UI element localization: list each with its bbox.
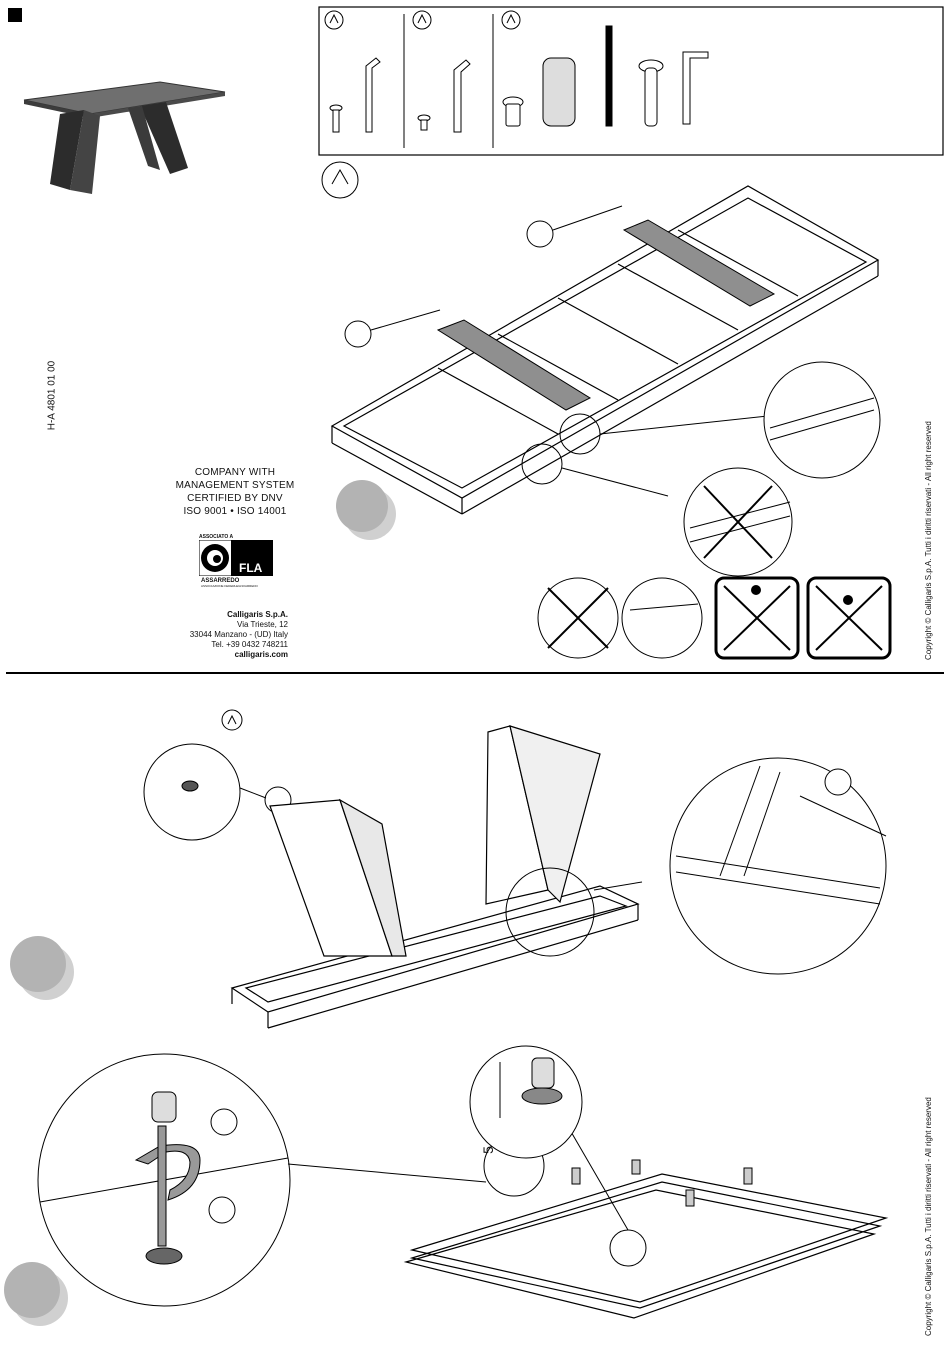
cert-line-3: CERTIFIED BY DNV bbox=[187, 493, 283, 504]
company-city: 33044 Manzano - (UD) Italy bbox=[189, 630, 288, 639]
company-web: calligaris.com bbox=[234, 650, 288, 659]
fla-sub: ASSOCIAZIONE FEDERLEGNOARREDO bbox=[201, 584, 258, 588]
cert-line-1: COMPANY WITH bbox=[194, 467, 276, 478]
hex-key-icon bbox=[321, 161, 359, 199]
company-street: Via Trieste, 12 bbox=[237, 620, 288, 629]
cert-line-4: ISO 9001 • ISO 14001 bbox=[183, 506, 287, 517]
company-address: Calligaris S.p.A. Via Trieste, 12 33044 … bbox=[150, 610, 288, 660]
fla-logo-icon: FLA bbox=[199, 540, 273, 576]
hex-key-icon bbox=[324, 10, 521, 30]
company-name: Calligaris S.p.A. bbox=[227, 610, 288, 619]
copyright-top: Copyright © Calligaris S.p.A. Tutti i di… bbox=[924, 421, 933, 660]
copyright-bottom: Copyright © Calligaris S.p.A. Tutti i di… bbox=[924, 1097, 933, 1336]
frame-assembly-top bbox=[321, 161, 892, 660]
corner-marker bbox=[8, 8, 22, 22]
legs-assembly bbox=[10, 709, 887, 1029]
cert-line-2: MANAGEMENT SYSTEM bbox=[175, 480, 295, 491]
top-feet-assembly bbox=[4, 1045, 889, 1326]
step-circle-icon bbox=[4, 1262, 68, 1326]
hex-key-icon bbox=[221, 709, 243, 731]
hardware-panel bbox=[318, 6, 944, 156]
svg-text:FLA: FLA bbox=[239, 561, 263, 575]
company-phone: Tel. +39 0432 748211 bbox=[211, 640, 288, 649]
section-divider bbox=[6, 672, 944, 674]
step-circle-icon bbox=[336, 480, 396, 540]
document-code: H-A 4801 01 00 bbox=[46, 360, 58, 431]
fla-logo: ASSOCIATO A FLA ASSARREDO ASSOCIAZIONE F… bbox=[199, 534, 273, 588]
dimension-label: 5 bbox=[479, 1146, 496, 1154]
fla-name: ASSARREDO bbox=[201, 578, 240, 584]
step-circle-icon bbox=[10, 936, 74, 1000]
table-product-image bbox=[23, 81, 226, 194]
prohibited-icon bbox=[537, 576, 892, 660]
fla-tag: ASSOCIATO A bbox=[199, 534, 234, 540]
certification-text: COMPANY WITH MANAGEMENT SYSTEM CERTIFIED… bbox=[170, 466, 300, 518]
